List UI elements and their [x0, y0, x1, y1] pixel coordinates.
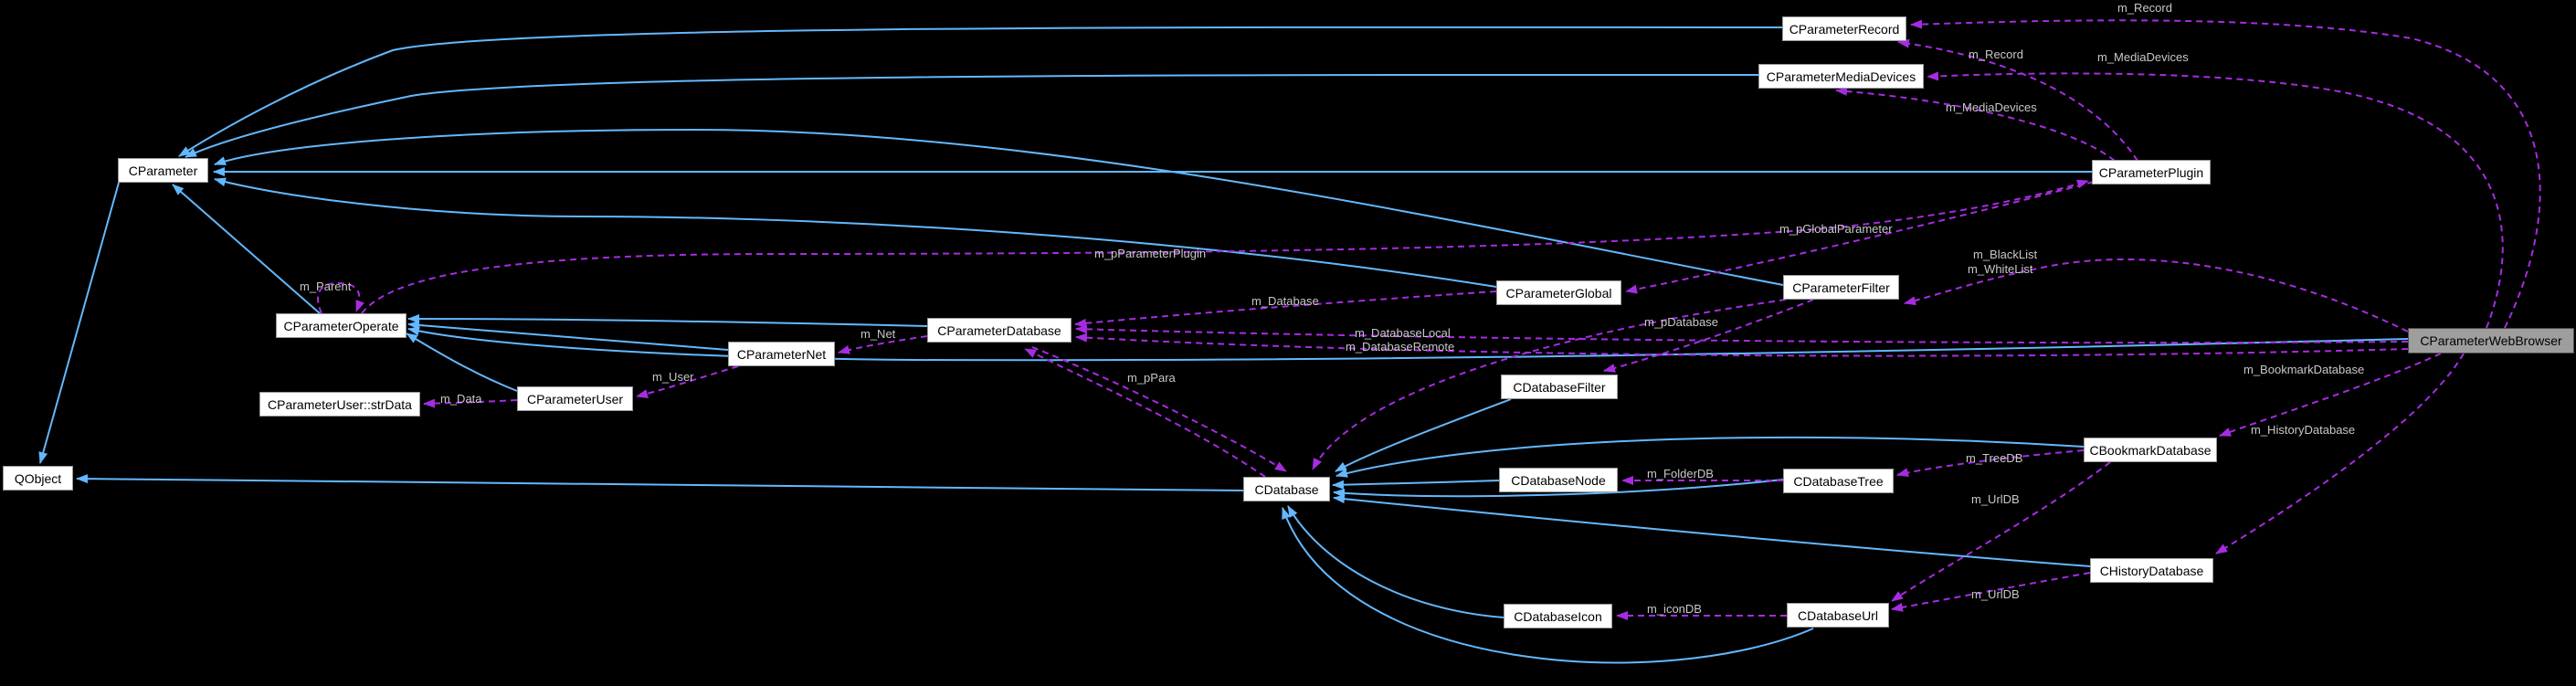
usage-edge-cparameterfilter-to-cdatabasefilter: [1603, 299, 1814, 373]
class-node-cparameteruserstrdata[interactable]: CParameterUser::strData: [259, 392, 420, 417]
edge-label-m-pdatabase: m_pDatabase: [1644, 315, 1718, 329]
class-node-cdatabasenode[interactable]: CDatabaseNode: [1499, 468, 1618, 492]
inheritance-edge-cparameterglobal-to-cparameter: [214, 177, 1497, 288]
usage-edge-cparameterplugin-to-cparameterglobal: [1625, 181, 2095, 294]
usage-edge-cparameternet-to-cparameteruser: [636, 365, 739, 398]
inheritance-edge-cparameterrecord-to-cparameter: [178, 26, 1783, 157]
edge-label-m-mediadevices-right: m_MediaDevices: [2097, 50, 2189, 64]
edge-label-m-parent: m_Parent: [300, 280, 352, 293]
edge-label-m-data: m_Data: [440, 392, 482, 406]
class-node-cparameternet[interactable]: CParameterNet: [728, 342, 835, 366]
edge-label-m-ppara: m_pPara: [1127, 371, 1176, 385]
inheritance-edge-cdatabase-to-qobject: [76, 474, 1244, 491]
edge-label-m-blacklist: m_BlackList: [1973, 248, 2038, 261]
edge-label-m-urldb-bookmark: m_UrlDB: [1971, 492, 2020, 506]
usage-edge-cparameterwebbrowser-to-cparametermediadevices: [1927, 71, 2504, 329]
class-node-cparameterglobal[interactable]: CParameterGlobal: [1496, 280, 1621, 305]
usage-edge-cparameteroperate-to-cparameterplugin: [361, 179, 2089, 314]
edge-label-m-folderdb: m_FolderDB: [1647, 467, 1714, 480]
edge-label-m-icondb: m_iconDB: [1647, 602, 1702, 616]
edges-group: [38, 19, 2541, 664]
class-node-cdatabasefilter[interactable]: CDatabaseFilter: [1501, 375, 1618, 399]
edge-label-m-whitelist: m_WhiteList: [1968, 262, 2033, 276]
class-node-cparameterplugin[interactable]: CParameterPlugin: [2092, 160, 2211, 185]
class-node-cparameterwebbrowser: CParameterWebBrowser: [2408, 328, 2574, 354]
inheritance-edge-cdatabaseurl-to-cdatabase: [1282, 507, 1814, 664]
class-node-cdatabasetree[interactable]: CDatabaseTree: [1783, 469, 1894, 493]
inheritance-edge-cdatabaseicon-to-cdatabase: [1287, 505, 1504, 618]
class-node-cparameter[interactable]: CParameter: [118, 158, 208, 183]
class-node-cparametermediadevices[interactable]: CParameterMediaDevices: [1758, 64, 1924, 89]
class-node-chistorydatabase[interactable]: CHistoryDatabase: [2090, 558, 2213, 583]
class-node-cparameteruser[interactable]: CParameterUser: [517, 386, 633, 411]
inheritance-edge-cparameterdatabase-to-cparameteroperate: [407, 314, 928, 327]
usage-edge-cparameterplugin-to-cparameterrecord: [1897, 38, 2138, 162]
inheritance-edge-cparameterfilter-to-cparameter: [214, 128, 1784, 286]
class-node-cparameterdatabase[interactable]: CParameterDatabase: [927, 318, 1072, 343]
class-node-cdatabaseicon[interactable]: CDatabaseIcon: [1504, 604, 1612, 628]
class-node-cdatabase[interactable]: CDatabase: [1243, 477, 1330, 501]
edge-label-m-urldb-history: m_UrlDB: [1971, 587, 2020, 601]
inheritance-edge-cdatabasetree-to-cdatabase: [1333, 479, 1784, 498]
class-node-cparameteroperate[interactable]: CParameterOperate: [276, 313, 406, 338]
edge-label-m-record-top: m_Record: [2117, 1, 2172, 15]
inheritance-edge-cparameteruser-to-cparameteroperate: [406, 332, 518, 392]
usage-edge-cparameterwebbrowser-to-cparameterdatabase: [1075, 332, 2409, 357]
edge-label-m-pparameterplugin: m_pParameterPlugin: [1094, 247, 1207, 260]
inheritance-edge-cparametermediadevices-to-cparameter: [185, 73, 1759, 158]
usage-edge-cparameterwebbrowser-to-cparameterdatabase: [1075, 324, 2409, 344]
edge-label-m-databaseremote: m_DatabaseRemote: [1346, 340, 1455, 354]
inheritance-edge-cparameteroperate-to-cparameter: [172, 184, 321, 314]
inheritance-edge-cparameter-to-qobject: [38, 182, 120, 464]
edge-label-m-pglobalparameter: m_pGlobalParameter: [1779, 222, 1893, 236]
inheritance-edge-cparameternet-to-cparameteroperate: [407, 320, 729, 351]
usage-edge-cparameterplugin-to-cparametermediadevices: [1835, 86, 2116, 162]
inheritance-edge-cparameterwebbrowser-to-cparameteroperate: [407, 326, 2409, 362]
edge-label-m-mediadevices-mid: m_MediaDevices: [1946, 100, 2037, 114]
usage-edge-cparameteruser-to-cparameteruserstrdata: [423, 398, 518, 408]
usage-edge-cparameterwebbrowser-to-cbookmarkdatabase: [2219, 353, 2442, 437]
edge-label-m-net: m_Net: [860, 327, 896, 341]
class-node-cparameterrecord[interactable]: CParameterRecord: [1782, 16, 1906, 41]
edge-label-m-record-mid: m_Record: [1969, 47, 2023, 61]
usage-edge-cparameterwebbrowser-to-chistorydatabase: [2215, 353, 2465, 554]
usage-edge-cbookmarkdatabase-to-cdatabaseurl: [1891, 461, 2111, 602]
usage-edge-cparameterwebbrowser-to-cparameterfilter: [1904, 259, 2409, 332]
edge-label-m-historydatabase: m_HistoryDatabase: [2251, 423, 2356, 437]
usage-edge-cparameterdatabase-to-cdatabase: [1031, 346, 1287, 472]
edge-label-m-treedb: m_TreeDB: [1966, 451, 2023, 465]
edge-label-m-user: m_User: [652, 370, 694, 384]
edge-label-m-databaselocal: m_DatabaseLocal: [1355, 326, 1451, 340]
usage-edge-cparameterwebbrowser-to-cparameterrecord: [1910, 19, 2541, 329]
class-node-cbookmarkdatabase[interactable]: CBookmarkDatabase: [2084, 438, 2217, 462]
class-node-cdatabaseurl[interactable]: CDatabaseUrl: [1787, 603, 1889, 628]
usage-edge-cparameterglobal-to-cparameterdatabase: [1074, 290, 1497, 328]
usage-edge-cdatabase-to-cparameterdatabase: [1024, 348, 1266, 478]
inheritance-edge-cdatabasenode-to-cdatabase: [1332, 480, 1500, 490]
inheritance-edge-cdatabasefilter-to-cdatabase: [1335, 398, 1512, 472]
inheritance-edge-cbookmarkdatabase-to-cdatabase: [1336, 436, 2085, 478]
usage-edge-cbookmarkdatabase-to-cdatabasetree: [1896, 449, 2085, 478]
class-node-qobject[interactable]: QObject: [3, 466, 73, 491]
usage-edge-cparameteroperate-to-cparameteroperate: [317, 281, 364, 314]
inheritance-edge-chistorydatabase-to-cdatabase: [1333, 494, 2091, 567]
usage-edge-cparameterfilter-to-cdatabase: [1312, 299, 1787, 470]
class-node-cparameterfilter[interactable]: CParameterFilter: [1783, 275, 1899, 300]
edge-label-m-bookmarkdatabase: m_BookmarkDatabase: [2243, 363, 2365, 376]
edge-label-m-database: m_Database: [1251, 294, 1319, 308]
